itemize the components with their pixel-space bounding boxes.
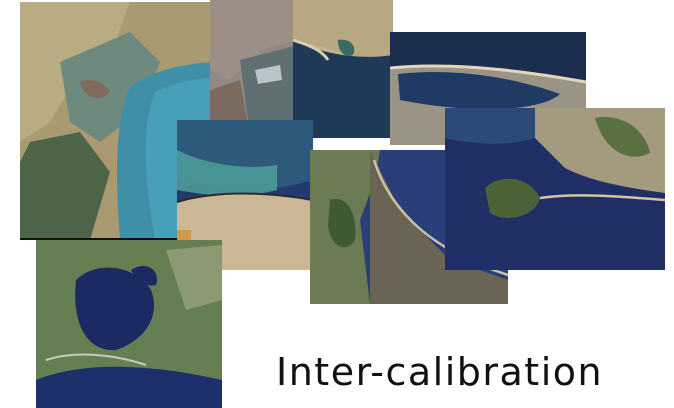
satellite-tile-urban-harbour [210, 0, 298, 136]
satellite-tile-large-lagoon [36, 240, 222, 408]
caption-title: Inter-calibration [276, 350, 604, 394]
satellite-tile-bay-coast [293, 0, 393, 138]
satellite-tile-island-bay [445, 108, 665, 270]
